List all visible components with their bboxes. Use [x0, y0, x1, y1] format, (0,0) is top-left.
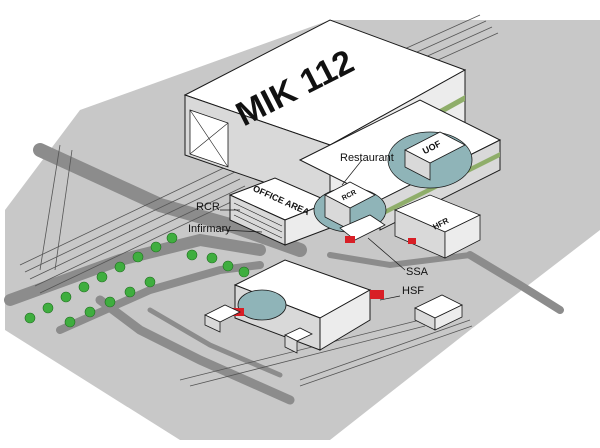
label-rcr: RCR: [196, 201, 220, 213]
tree: [60, 291, 72, 303]
label-ssa: SSA: [406, 266, 429, 278]
tree: [222, 260, 234, 272]
building-restaurant-cluster[interactable]: RCR: [313, 181, 387, 243]
tree: [96, 271, 108, 283]
tree: [78, 281, 90, 293]
south-hall-red-block-east: [370, 290, 384, 299]
tree-row: [24, 232, 250, 328]
tree: [150, 241, 162, 253]
tree: [64, 316, 76, 328]
tree: [186, 249, 198, 261]
tree: [206, 252, 218, 264]
tree: [114, 261, 126, 273]
label-restaurant: Restaurant: [340, 152, 394, 164]
label-infirmary: Infirmary: [188, 223, 231, 235]
tree: [124, 286, 136, 298]
tree: [84, 306, 96, 318]
tree: [104, 296, 116, 308]
leader-lines: [220, 159, 406, 301]
tree: [24, 312, 36, 324]
tree: [166, 232, 178, 244]
tree: [238, 266, 250, 278]
hfr-red-block: [408, 238, 416, 244]
building-hsf[interactable]: [414, 294, 463, 331]
restaurant-red-block: [345, 236, 355, 243]
label-hsf: HSF: [402, 285, 424, 297]
building-uof[interactable]: UOF: [387, 131, 473, 189]
building-hfr[interactable]: HFR: [393, 194, 481, 259]
tree: [42, 302, 54, 314]
tree: [144, 276, 156, 288]
building-south-hall: [204, 259, 384, 354]
tree: [132, 251, 144, 263]
